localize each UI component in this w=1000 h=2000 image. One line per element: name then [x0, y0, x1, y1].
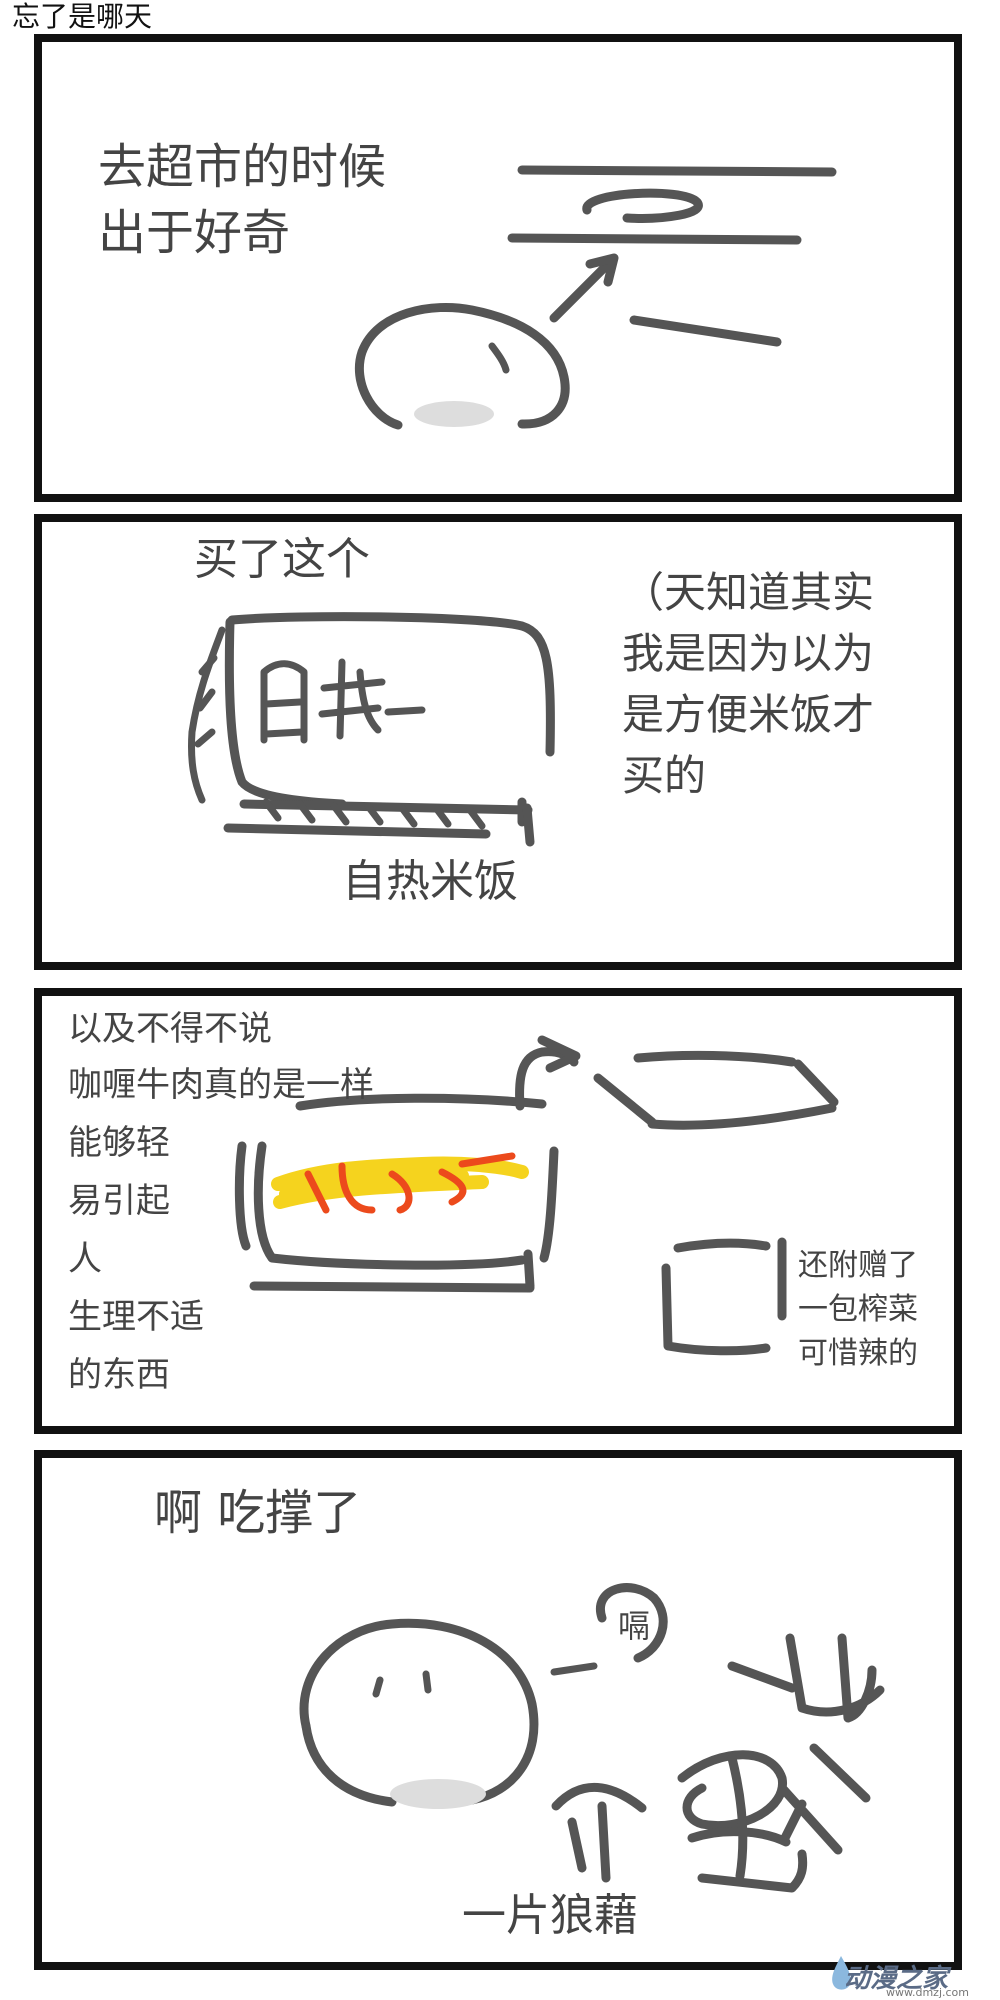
- panel-3-drawing: [234, 1035, 839, 1356]
- aside-line-3: 是方便米饭才: [622, 690, 875, 739]
- text-line-5: 人: [68, 1239, 102, 1279]
- aside-line-1: （天知道其实: [622, 568, 875, 617]
- comic-panel-3: 以及不得不说 咖喱牛肉真的是一样 能够轻 易引起 人 生理不适 的东西 还附赠了…: [34, 988, 962, 1434]
- narration-line-1: 去超市的时候: [98, 139, 387, 195]
- panel-2-drawing: [188, 612, 555, 847]
- watermark-logo: 动漫之家: [844, 1964, 949, 1994]
- aside-line-2: 我是因为以为: [622, 629, 875, 678]
- text-line-2: 咖喱牛肉真的是一样: [68, 1065, 374, 1105]
- caption-bought-this: 买了这个: [194, 534, 370, 585]
- watermark-url: www.dmzj.com: [886, 1986, 969, 1999]
- panel-4-drawing: [299, 1583, 885, 1893]
- watermark: 动漫之家 www.dmzj.com: [832, 1954, 994, 1999]
- narration-line-2: 出于好奇: [98, 205, 291, 261]
- caption-mess: 一片狼藉: [462, 1890, 638, 1941]
- text-line-3: 能够轻: [68, 1123, 170, 1163]
- aside-line-4: 买的: [622, 751, 707, 800]
- page-title: 忘了是哪天: [12, 0, 153, 33]
- text-line-4: 易引起: [68, 1181, 170, 1221]
- burp-text: 嗝: [618, 1607, 651, 1645]
- note-line-1: 还附赠了: [798, 1248, 918, 1283]
- caption-ate-too-much: 啊 吃撑了: [154, 1485, 362, 1541]
- text-line-1: 以及不得不说: [68, 1009, 272, 1049]
- caption-self-heating-rice: 自热米饭: [342, 856, 518, 907]
- comic-panel-4: 啊 吃撑了 嗝 一片狼藉: [34, 1450, 962, 1970]
- comic-panel-1: 去超市的时候 出于好奇: [34, 34, 962, 502]
- panel-1-drawing: [354, 165, 837, 430]
- note-line-3: 可惜辣的: [798, 1336, 918, 1371]
- comic-panel-2: 买了这个 自热 自热米饭 （天知道其实 我是因为以为 是方便米饭才 买的: [34, 514, 962, 970]
- text-line-7: 的东西: [68, 1355, 170, 1395]
- droplet-icon: [832, 1956, 851, 1990]
- note-line-2: 一包榨菜: [798, 1292, 918, 1327]
- text-line-6: 生理不适: [68, 1297, 204, 1337]
